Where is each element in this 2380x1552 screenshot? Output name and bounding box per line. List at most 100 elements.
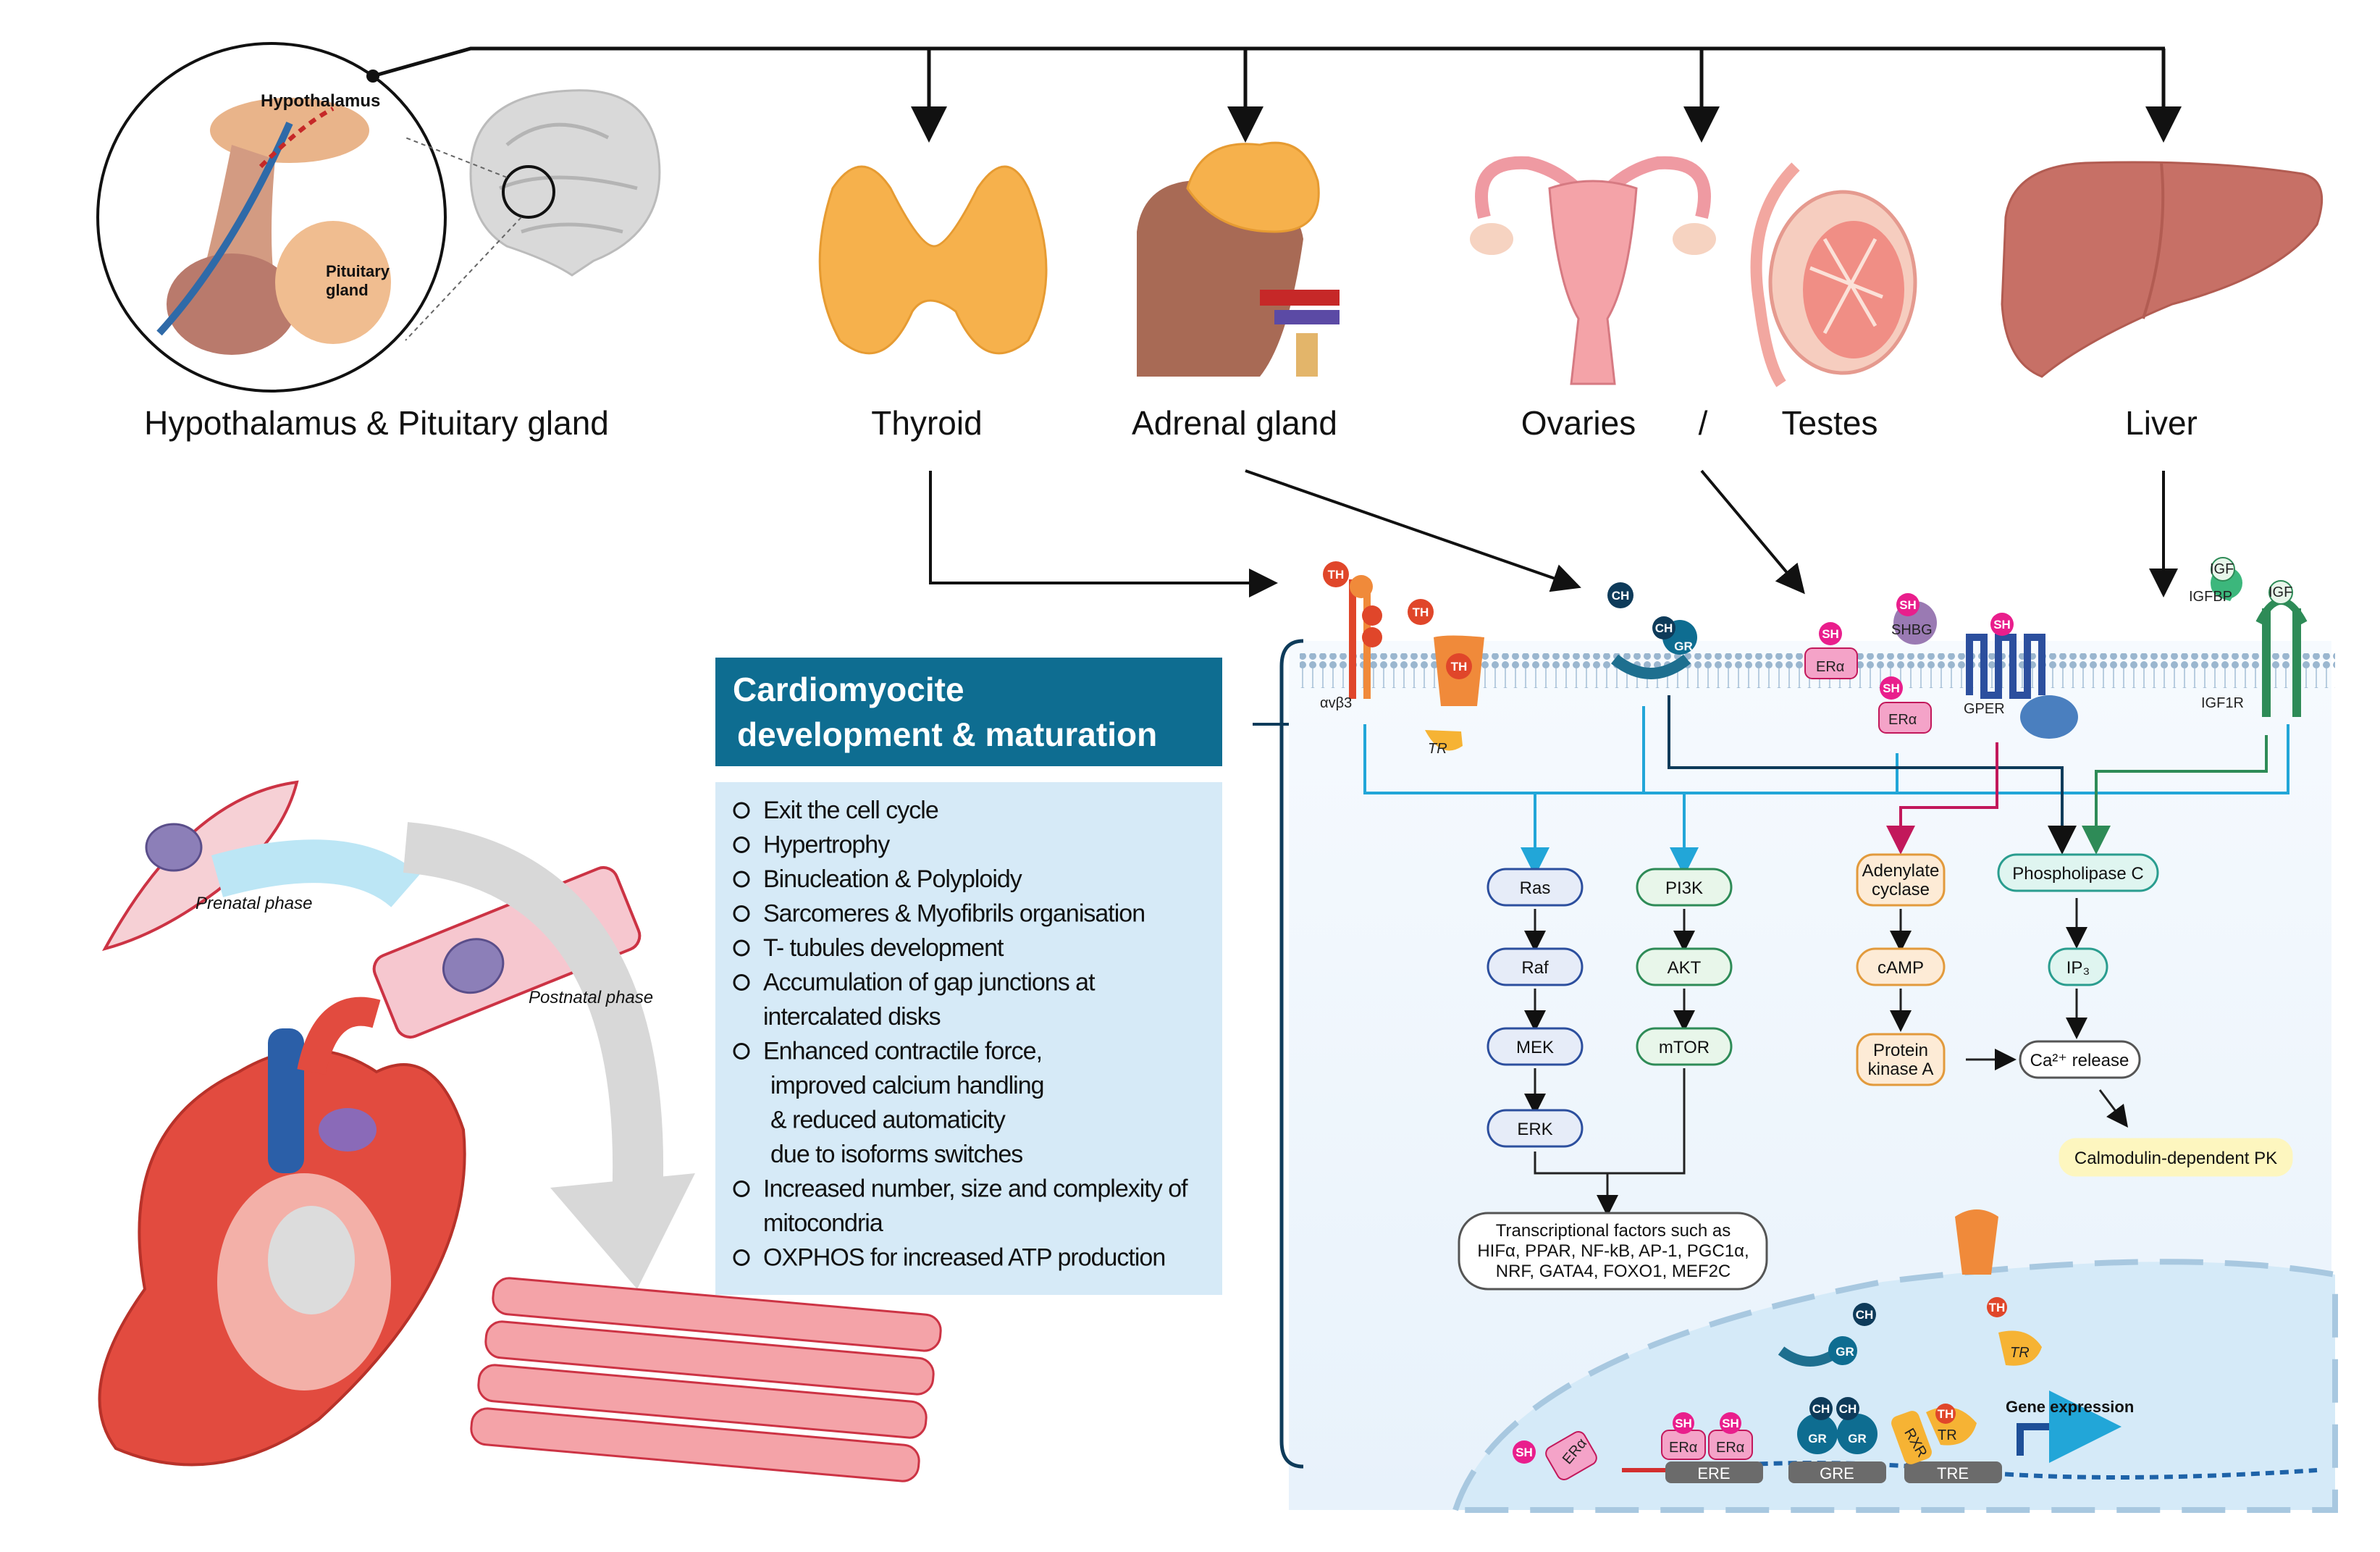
- svg-text:CH: CH: [1812, 1402, 1830, 1416]
- ovaries-icon: [1470, 156, 1716, 385]
- list-item: intercalated disks: [763, 1003, 941, 1031]
- thyroid-label: Thyroid: [871, 404, 982, 442]
- list-item: OXPHOS for increased ATP production: [763, 1244, 1165, 1272]
- cardiomyocyte-maturation-box: Cardiomyocite development & maturation E…: [715, 658, 1296, 1295]
- svg-text:GR: GR: [1674, 639, 1693, 653]
- ovaries-label: Ovaries: [1521, 404, 1636, 442]
- list-item: T- tubules development: [763, 934, 1004, 962]
- pituitary-label-2: gland: [326, 281, 369, 299]
- list-item: improved calcium handling: [770, 1072, 1044, 1099]
- svg-text:NRF, GATA4, FOXO1, MEF2C: NRF, GATA4, FOXO1, MEF2C: [1496, 1262, 1731, 1281]
- hypothalamus-pituitary-label: Hypothalamus & Pituitary gland: [144, 404, 609, 442]
- top-connectors: [372, 46, 2182, 143]
- svg-text:HIFα, PPAR, NF-kB, AP-1, PGC1α: HIFα, PPAR, NF-kB, AP-1, PGC1α,: [1477, 1241, 1749, 1261]
- svg-text:SH: SH: [1993, 618, 2011, 632]
- thyroid-transporter: TH TH TR: [1408, 599, 1484, 757]
- gper-receptor: SH GPER: [1964, 613, 2078, 739]
- liver-icon: [2001, 161, 2324, 378]
- tr-label: TR: [1428, 741, 1447, 757]
- cardiomyocyte-development-illustration: Prenatal phase Postnatal phase: [98, 780, 942, 1482]
- list-item: Sarcomeres & Myofibrils organisation: [763, 900, 1145, 928]
- svg-text:kinase A: kinase A: [1868, 1060, 1934, 1079]
- svg-text:IGF: IGF: [2268, 584, 2292, 600]
- adrenal-gland-icon: [1137, 141, 1340, 377]
- svg-text:IP₃: IP₃: [2066, 958, 2090, 978]
- list-bullet: [733, 1043, 750, 1060]
- list-item: Increased number, size and complexity of: [763, 1175, 1188, 1203]
- svg-text:GPER: GPER: [1964, 701, 2005, 717]
- svg-text:IGF: IGF: [2210, 561, 2234, 577]
- ere-element: ERE: [1665, 1461, 1763, 1483]
- svg-text:PI3K: PI3K: [1665, 878, 1703, 898]
- svg-text:cAMP: cAMP: [1877, 958, 1924, 978]
- svg-text:SH: SH: [1675, 1417, 1692, 1430]
- svg-text:cyclase: cyclase: [1872, 880, 1930, 899]
- svg-text:GR: GR: [1848, 1432, 1867, 1446]
- nucleus: ERE GRE TRE Gene expression SH ERα SH SH…: [1513, 1209, 2318, 1483]
- svg-text:Transcriptional factors such a: Transcriptional factors such as: [1496, 1221, 1731, 1241]
- list-item: Enhanced contractile force,: [763, 1038, 1042, 1065]
- list-item: Accumulation of gap junctions at: [763, 969, 1096, 997]
- erk-node: ERK: [1487, 1109, 1584, 1148]
- list-bullet: [733, 905, 750, 922]
- svg-text:TR: TR: [1938, 1427, 1957, 1443]
- mek-node: MEK: [1487, 1027, 1584, 1066]
- thyroid-icon: [818, 165, 1048, 355]
- svg-text:TH: TH: [1413, 605, 1429, 619]
- svg-text:SH: SH: [1883, 681, 1900, 695]
- avb3-label: αvβ3: [1320, 695, 1352, 711]
- box-title-line-1: Cardiomyocite: [733, 671, 964, 708]
- svg-text:mTOR: mTOR: [1659, 1038, 1710, 1057]
- svg-text:SH: SH: [1822, 627, 1839, 641]
- svg-text:ERK: ERK: [1517, 1120, 1552, 1139]
- svg-text:ERα: ERα: [1816, 659, 1844, 675]
- svg-text:TH: TH: [1938, 1407, 1954, 1421]
- svg-text:ERα: ERα: [1716, 1440, 1744, 1456]
- svg-text:Phospholipase C: Phospholipase C: [2012, 864, 2143, 884]
- ras-node: Ras: [1487, 868, 1584, 907]
- postnatal-phase-label: Postnatal phase: [529, 988, 653, 1007]
- testes-icon: [1750, 162, 1917, 387]
- estrogen-receptor-membrane: SH ERα SH SHBG SH ERα: [1804, 593, 1937, 734]
- svg-text:MEK: MEK: [1516, 1038, 1554, 1057]
- svg-text:AKT: AKT: [1668, 958, 1702, 978]
- prenatal-phase-label: Prenatal phase: [195, 894, 312, 913]
- phospholipase-c-node: Phospholipase C: [1997, 853, 2159, 892]
- testes-label: Testes: [1782, 404, 1878, 442]
- list-item: Hypertrophy: [763, 831, 890, 859]
- box-title-line-2: development & maturation: [737, 716, 1157, 753]
- pi3k-node: PI3K: [1636, 868, 1733, 907]
- gene-expression-label: Gene expression: [2006, 1398, 2134, 1416]
- mtor-node: mTOR: [1636, 1027, 1733, 1066]
- receptors: TH αvβ3 TH TH TR CH CH GR SH ERα SH SHBG…: [1320, 557, 2308, 757]
- list-bullet: [733, 802, 750, 819]
- list-item: Exit the cell cycle: [763, 797, 938, 824]
- glucocorticoid-receptor: CH CH GR: [1607, 582, 1697, 679]
- svg-text:CH: CH: [1655, 621, 1673, 635]
- svg-text:ERα: ERα: [1888, 712, 1917, 728]
- camp-node: cAMP: [1856, 947, 1946, 986]
- ip3-node: IP₃: [2048, 947, 2108, 986]
- calmodulin-pk-node: Calmodulin-dependent PK: [2059, 1138, 2293, 1177]
- svg-text:Adenylate: Adenylate: [1862, 861, 1940, 881]
- svg-text:Calmodulin-dependent PK: Calmodulin-dependent PK: [2074, 1149, 2277, 1168]
- list-bullet: [733, 974, 750, 991]
- calcium-release-node: Ca²⁺ release: [2019, 1040, 2141, 1079]
- gre-element: GRE: [1788, 1461, 1886, 1483]
- adrenal-gland-label: Adrenal gland: [1132, 404, 1337, 442]
- igf1-receptor: IGF IGFBP IGF IGF1R: [2189, 557, 2308, 717]
- svg-text:IGFBP: IGFBP: [2189, 589, 2232, 605]
- svg-text:TH: TH: [1989, 1301, 2006, 1314]
- svg-text:TR: TR: [2010, 1345, 2030, 1361]
- list-item: due to isoforms switches: [770, 1141, 1022, 1168]
- svg-text:SH: SH: [1722, 1417, 1739, 1430]
- cascade-connectors: [929, 469, 2289, 876]
- list-bullet: [733, 939, 750, 957]
- svg-text:CH: CH: [1839, 1402, 1857, 1416]
- pi3k-pathway: PI3K AKT mTOR: [1636, 868, 1733, 1066]
- svg-text:GR: GR: [1836, 1345, 1854, 1359]
- svg-text:CH: CH: [1612, 589, 1630, 603]
- svg-text:TH: TH: [1451, 660, 1468, 674]
- mapk-pathway: Ras Raf MEK ERK: [1487, 868, 1584, 1148]
